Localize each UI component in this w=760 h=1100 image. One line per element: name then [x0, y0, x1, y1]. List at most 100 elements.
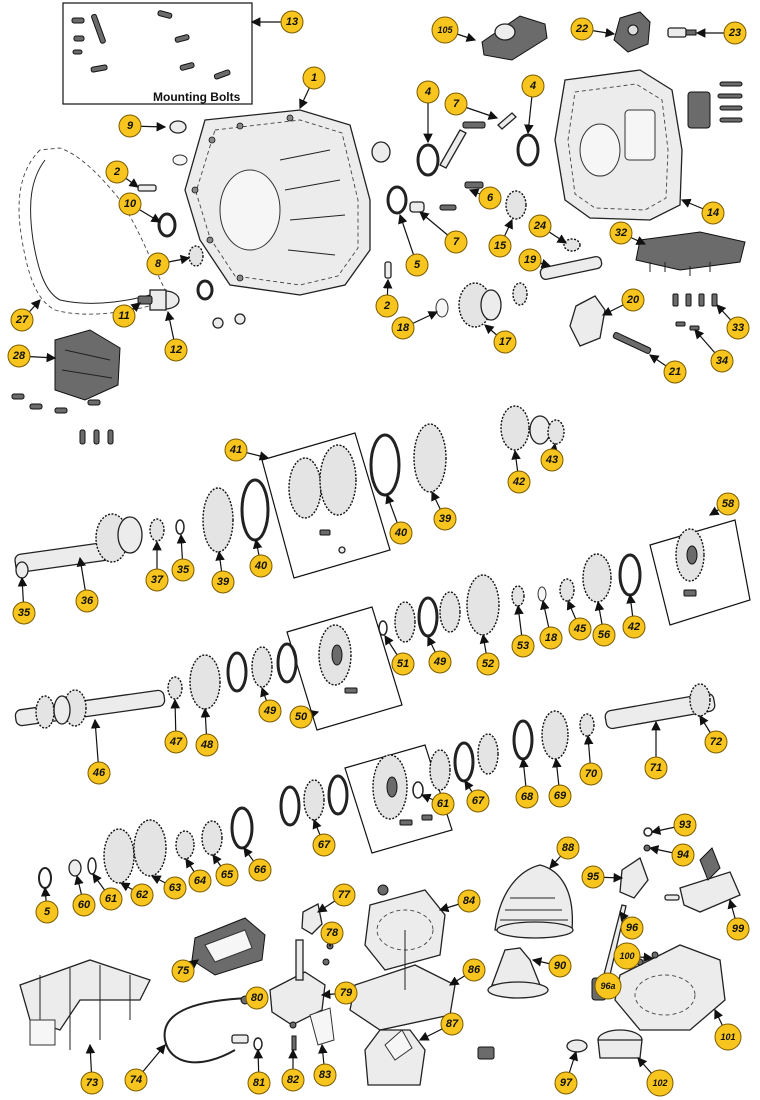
callout-badge — [518, 248, 542, 272]
callout-number: 46 — [92, 767, 106, 779]
callout-c61b: 61 — [99, 887, 123, 911]
callout-badge — [548, 784, 572, 808]
callout-c53: 53 — [511, 634, 535, 658]
callout-number: 24 — [533, 220, 546, 232]
callout-number: 95 — [587, 871, 600, 883]
callout-number: 5 — [44, 906, 51, 918]
bracket-101 — [614, 944, 726, 1031]
callout-c83: 83 — [313, 1063, 337, 1087]
callout-c93: 93 — [673, 813, 697, 837]
callout-badge — [444, 92, 468, 116]
callout-number: 7 — [453, 236, 460, 248]
plug-9 — [169, 120, 187, 134]
callout-number: 78 — [326, 927, 339, 939]
callout-number: 86 — [468, 964, 481, 976]
callout-badge — [723, 21, 747, 45]
callout-badge — [710, 349, 734, 373]
callout-number: 45 — [573, 623, 587, 635]
callout-c61a: 61 — [431, 792, 455, 816]
callout-number: 43 — [545, 454, 558, 466]
callout-badge — [673, 813, 697, 837]
callout-badge — [249, 554, 273, 578]
callout-badge — [714, 1023, 742, 1051]
callout-c40a: 40 — [389, 521, 413, 545]
callout-number: 58 — [722, 498, 735, 510]
shift-cover-32 — [635, 231, 746, 276]
callout-c20: 20 — [621, 288, 645, 312]
clip-35a — [175, 519, 185, 535]
callout-badge — [124, 1068, 148, 1092]
callout-number: 66 — [254, 864, 267, 876]
callout-c23: 23 — [723, 21, 747, 45]
callout-number: 61 — [437, 798, 449, 810]
callout-c13: 13 — [280, 10, 304, 34]
callout-badge — [99, 887, 123, 911]
callout-c87: 87 — [440, 1012, 464, 1036]
callout-badge — [224, 438, 248, 462]
callout-badge — [145, 568, 169, 592]
dowel-2a — [137, 184, 157, 192]
callout-number: 82 — [287, 1074, 299, 1086]
callout-badge — [663, 360, 687, 384]
callout-c105: 105 — [431, 16, 459, 44]
callout-badge — [163, 876, 187, 900]
callout-c48: 48 — [195, 733, 219, 757]
callout-c37: 37 — [145, 568, 169, 592]
callout-badge — [10, 308, 34, 332]
shifter-base-87 — [364, 1029, 495, 1086]
callout-number: 62 — [136, 889, 148, 901]
callout-badge — [313, 1063, 337, 1087]
callout-badge — [405, 253, 429, 277]
callout-c9: 9 — [118, 114, 142, 138]
callout-badge — [716, 492, 740, 516]
callout-number: 9 — [127, 120, 134, 132]
callout-badge — [391, 316, 415, 340]
callout-number: 32 — [615, 227, 627, 239]
callout-c67b: 67 — [312, 833, 336, 857]
callout-badge — [35, 900, 59, 924]
shift-rail-7a — [439, 112, 517, 169]
callout-badge — [164, 338, 188, 362]
callout-number: 96a — [600, 981, 615, 991]
callout-number: 37 — [151, 574, 164, 586]
rings-49a-52 — [378, 574, 500, 643]
callout-c15: 15 — [488, 234, 512, 258]
output-shaft-71 — [604, 683, 716, 730]
callout-badge — [548, 954, 572, 978]
callout-c39b: 39 — [211, 570, 235, 594]
callout-c69: 69 — [548, 784, 572, 808]
shift-forks-73 — [19, 959, 151, 1050]
callout-c42a: 42 — [507, 470, 531, 494]
callout-badge — [554, 1071, 578, 1095]
callout-c88: 88 — [556, 836, 580, 860]
callout-badge — [258, 699, 282, 723]
callout-c64: 64 — [188, 869, 212, 893]
knob-77 — [301, 903, 323, 935]
rings-49b — [226, 642, 298, 693]
callout-number: 84 — [463, 895, 475, 907]
callout-badge — [507, 470, 531, 494]
callout-c72: 72 — [704, 730, 728, 754]
callout-number: 75 — [177, 965, 190, 977]
callout-badge — [671, 843, 695, 867]
callout-number: 101 — [720, 1032, 735, 1042]
countershaft-gears — [38, 806, 254, 889]
callout-number: 52 — [482, 658, 494, 670]
callout-c35a: 35 — [171, 558, 195, 582]
synchronizer-box-50 — [286, 606, 403, 731]
callout-badge — [332, 883, 356, 907]
callout-badge — [431, 792, 455, 816]
callout-badge — [195, 733, 219, 757]
callout-badge — [391, 652, 415, 676]
callout-c80: 80 — [245, 986, 269, 1010]
callout-c58: 58 — [716, 492, 740, 516]
bearing-17b — [512, 282, 528, 306]
bell-housing — [184, 109, 371, 296]
callout-c100: 100 — [613, 942, 641, 970]
callout-badge — [215, 863, 239, 887]
callout-c60: 60 — [72, 893, 96, 917]
callout-number: 4 — [529, 80, 536, 92]
callout-c4a: 4 — [416, 80, 440, 104]
callout-badge — [622, 615, 646, 639]
callout-number: 11 — [118, 310, 129, 322]
